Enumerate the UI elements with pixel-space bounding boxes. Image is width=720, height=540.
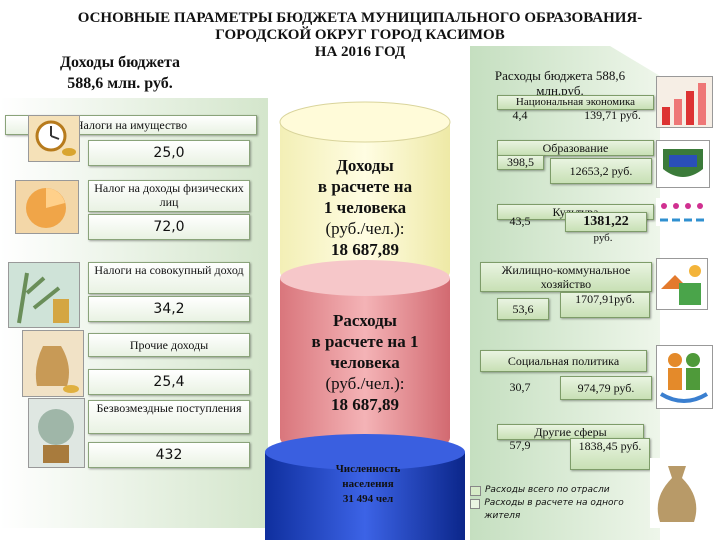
expense-item-label-box: Социальная политика (480, 350, 647, 372)
income-per-capita-line: Доходы (336, 156, 394, 175)
expense-item-total: 43,5 (509, 214, 531, 228)
dancers-icon (656, 198, 711, 226)
legend-label: Расходы в расчете на одного жителя (484, 498, 624, 521)
expense-item-total: 4,4 (512, 108, 528, 122)
income-item-label: Безвозмездные поступления (96, 401, 242, 415)
title-line-2: ГОРОДСКОЙ ОКРУГ ГОРОД КАСИМОВ (215, 27, 505, 43)
expense-per-capita-line: (руб./чел.): (325, 374, 405, 393)
expense-item-per-capita: 1707,91руб. (560, 292, 650, 318)
income-item-label: Прочие доходы (129, 338, 209, 352)
expense-item-label-box: Национальная экономика (497, 95, 654, 110)
center-cylinders (265, 101, 465, 540)
income-header-total: 588,6 млн. руб. (67, 75, 173, 92)
bar-chart-icon (656, 76, 713, 128)
money-tree-icon (8, 262, 80, 328)
legend-label: Расходы всего по отрасли (485, 485, 610, 495)
income-item-value: 432 (88, 442, 250, 468)
expense-item-per-capita-unit: руб. (593, 232, 613, 244)
income-item-value: 25,0 (88, 140, 250, 166)
income-item-other-label-box: Прочие доходы (88, 333, 250, 357)
clock-coin-icon (28, 115, 80, 162)
income-per-capita-line: (руб./чел.): (325, 219, 405, 238)
expense-item-per-capita: 12653,2 руб. (550, 158, 652, 184)
income-per-capita-line: 1 человека (323, 198, 407, 217)
expense-item-label-box: Образование (497, 140, 654, 156)
legend-swatch-icon (470, 486, 481, 496)
expense-per-capita-line: человека (330, 353, 400, 372)
income-item-free-label-box: Безвозмездные поступления (88, 400, 250, 434)
expense-item-per-capita: 1381,22 (565, 212, 647, 232)
utilities-icon (656, 258, 708, 310)
population-block: Численность населения 31 494 чел (318, 462, 418, 507)
money-plant-icon (28, 398, 85, 468)
income-item-ndfl-label-box: Налог на доходы физических лиц (88, 180, 250, 212)
population-line: Численность (335, 463, 401, 475)
page-title: ОСНОВНЫЕ ПАРАМЕТРЫ БЮДЖЕТА МУНИЦИПАЛЬНОГ… (0, 10, 720, 61)
expense-item-per-capita: 139,71 руб. (584, 108, 641, 122)
expense-item-label-box: Другие сферы (497, 424, 644, 440)
income-item-label: Налог на доходы физических лиц (94, 181, 244, 209)
money-bag-icon (22, 330, 84, 397)
sack-icon (650, 458, 705, 528)
income-item-value: 25,4 (88, 369, 250, 395)
title-line-3: НА 2016 ГОД (314, 44, 406, 60)
expense-per-capita-value: 18 687,89 (331, 395, 399, 414)
legend-item-total: Расходы всего по отрасли (470, 484, 650, 497)
population-value: 31 494 чел (342, 493, 394, 505)
family-icon (656, 345, 713, 409)
population-line: населения (342, 478, 394, 490)
expense-item-label-box: Жилищно-коммунальное хозяйство (480, 262, 652, 292)
expense-per-capita-line: Расходы (333, 311, 397, 330)
expense-per-capita-block: Расходы в расчете на 1 человека (руб./че… (280, 310, 450, 415)
education-emblem-icon (656, 140, 710, 188)
expense-item-total: 398,5 (497, 155, 544, 170)
expense-item-label: Другие сферы (534, 425, 607, 439)
expense-item-per-capita: 974,79 руб. (560, 376, 652, 400)
expense-item-total: 57,9 (509, 438, 531, 452)
income-header: Доходы бюджета 588,6 млн. руб. (25, 52, 215, 94)
income-item-aggregate-label-box: Налоги на совокупный доход (88, 262, 250, 294)
income-header-title: Доходы бюджета (59, 54, 181, 71)
income-per-capita-block: Доходы в расчете на 1 человека (руб./чел… (280, 155, 450, 260)
expense-header: Расходы бюджета 588,6 млн.руб. (494, 68, 626, 98)
expense-item-label: Образование (542, 141, 609, 155)
income-item-value: 72,0 (88, 214, 250, 240)
expense-item-total: 30,7 (509, 380, 531, 394)
income-per-capita-line: в расчете на (317, 177, 413, 196)
income-item-label: Налоги на имущество (74, 118, 188, 132)
income-item-value: 34,2 (88, 296, 250, 322)
legend-item-per-capita: Расходы в расчете на одного жителя (470, 497, 650, 523)
legend: Расходы всего по отрасли Расходы в расче… (470, 484, 650, 523)
legend-swatch-icon (470, 499, 481, 509)
expense-item-label: Национальная экономика (515, 96, 636, 108)
expense-per-capita-line: в расчете на 1 (311, 332, 419, 351)
pie-chart-icon (15, 180, 79, 234)
expense-item-label: Жилищно-коммунальное хозяйство (501, 263, 631, 291)
income-item-label: Налоги на совокупный доход (94, 263, 244, 277)
expense-item-total: 53,6 (497, 298, 549, 320)
expense-item-per-capita: 1838,45 руб. (570, 438, 650, 470)
title-line-1: ОСНОВНЫЕ ПАРАМЕТРЫ БЮДЖЕТА МУНИЦИПАЛЬНОГ… (77, 10, 643, 26)
income-per-capita-value: 18 687,89 (331, 240, 399, 259)
expense-item-label: Социальная политика (507, 354, 620, 368)
